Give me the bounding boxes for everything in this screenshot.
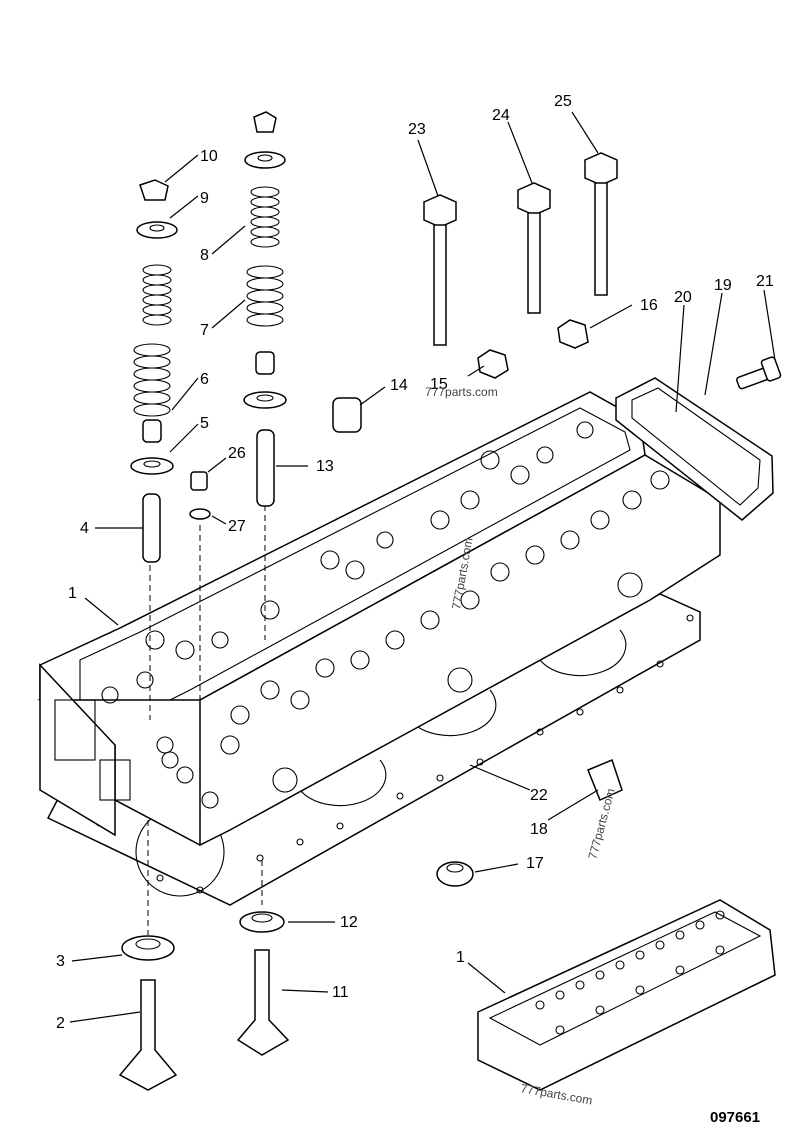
callout-14: 14	[390, 377, 408, 394]
callout-5: 5	[200, 415, 209, 432]
callout-23: 23	[408, 121, 426, 138]
callout-24: 24	[492, 107, 510, 124]
callout-3: 3	[56, 953, 65, 970]
callout-22: 22	[530, 787, 548, 804]
watermark-4: 777parts.com	[519, 1081, 593, 1107]
callout-9: 9	[200, 190, 209, 207]
core-plugs	[332, 319, 589, 433]
cylinder-head	[37, 391, 721, 847]
callout-26: 26	[228, 445, 246, 462]
callout-27: 27	[228, 518, 246, 535]
callout-12: 12	[340, 914, 358, 931]
callout-6: 6	[200, 371, 209, 388]
assembled-head-inset	[477, 899, 776, 1091]
callout-17: 17	[526, 855, 544, 872]
callout-labels: 1 2 3 4 5 6 7 8 9 10 11 12 13 14 15 16 1…	[56, 93, 774, 1032]
callout-1-inset: 1	[456, 949, 465, 966]
side-cover-and-gasket	[615, 356, 782, 521]
leader-lines	[69, 111, 776, 1023]
callout-7: 7	[200, 322, 209, 339]
callout-20: 20	[674, 289, 692, 306]
callout-16: 16	[640, 297, 658, 314]
callout-10: 10	[200, 148, 218, 165]
callout-15: 15	[430, 376, 448, 393]
valve-train-left	[130, 179, 178, 563]
watermark-1: 777parts.com	[425, 385, 498, 399]
callout-25: 25	[554, 93, 572, 110]
callout-1: 1	[68, 585, 77, 602]
callout-19: 19	[714, 277, 732, 294]
callout-21: 21	[756, 273, 774, 290]
seats-and-inserts	[436, 758, 623, 887]
callout-13: 13	[316, 458, 334, 475]
head-bolts	[423, 152, 618, 346]
drawing-number: 097661	[710, 1109, 760, 1126]
callout-2: 2	[56, 1015, 65, 1032]
valves-and-inserts	[118, 911, 290, 1091]
valve-train-right	[243, 111, 287, 507]
assembly-lines	[147, 505, 266, 935]
callout-11: 11	[332, 984, 349, 1001]
plug-and-washer	[189, 471, 211, 520]
watermark-3: 777parts.com	[585, 787, 617, 861]
callout-8: 8	[200, 247, 209, 264]
callout-18: 18	[530, 821, 548, 838]
callout-4: 4	[80, 520, 89, 537]
